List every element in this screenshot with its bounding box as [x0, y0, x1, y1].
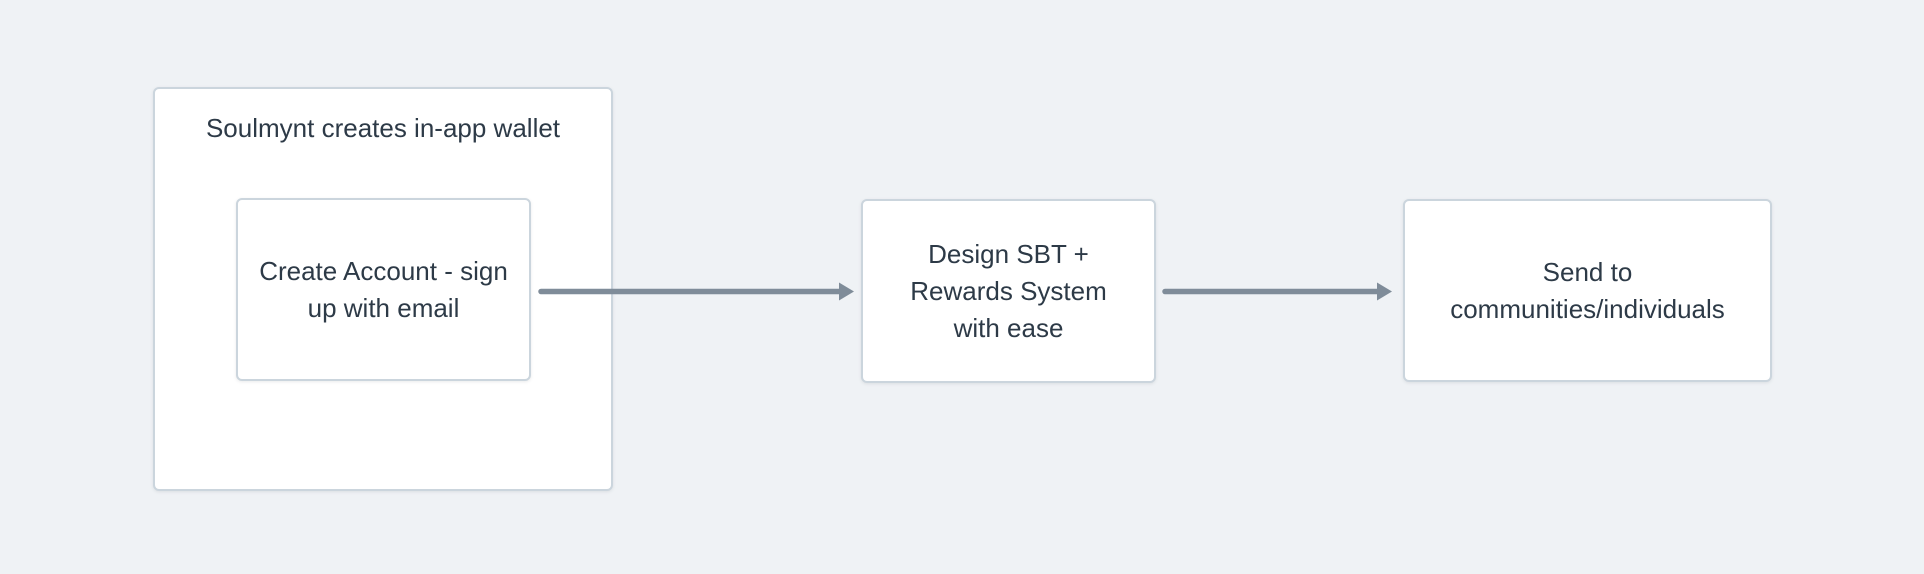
node-send-communities[interactable]: Send to communities/individuals: [1403, 199, 1772, 382]
group-node-title: Soulmynt creates in-app wallet: [205, 113, 561, 143]
connector-arrow-create-to-design[interactable]: [537, 279, 859, 304]
group-node-soulmynt-wallet[interactable]: Soulmynt creates in-app wallet Create Ac…: [153, 87, 613, 491]
node-design-sbt-label: Design SBT + Rewards System with ease: [910, 238, 1107, 343]
node-design-sbt[interactable]: Design SBT + Rewards System with ease: [861, 199, 1156, 383]
connector-arrow-design-to-send[interactable]: [1161, 279, 1397, 304]
node-send-communities-label: Send to communities/individuals: [1450, 256, 1725, 324]
node-create-account[interactable]: Create Account - sign up with email: [236, 198, 531, 381]
node-create-account-label: Create Account - sign up with email: [259, 255, 508, 323]
